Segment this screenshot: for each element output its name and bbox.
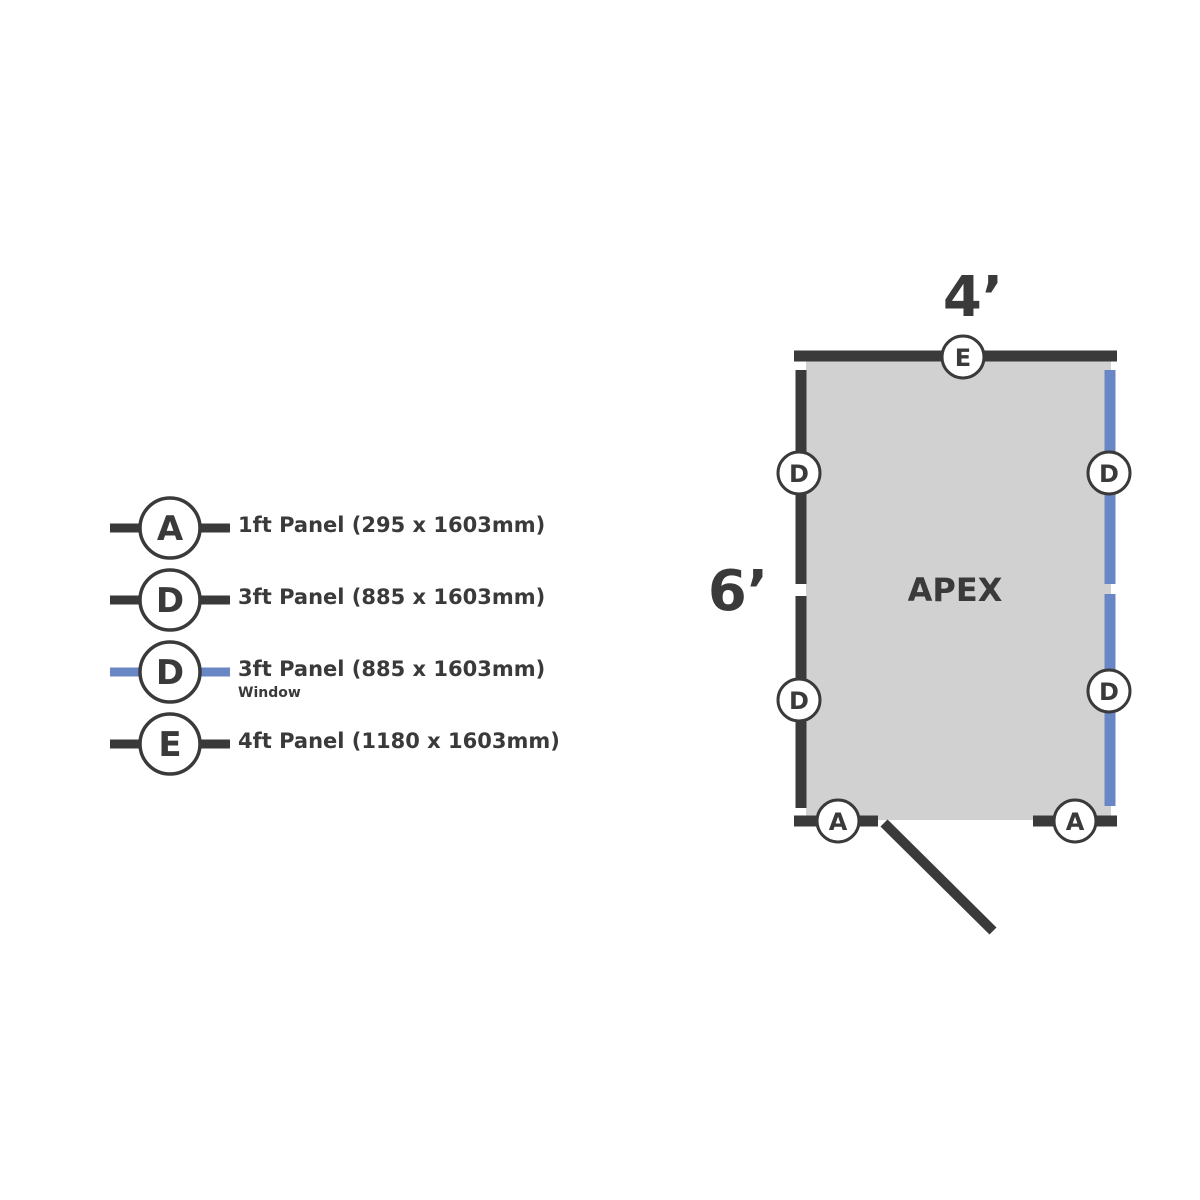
right-wall-badge-upper: D <box>1086 450 1132 496</box>
legend-d-window-badge <box>138 640 202 704</box>
floor-area <box>806 360 1111 820</box>
badge-circle <box>776 677 822 723</box>
badge-code: D <box>1099 460 1119 488</box>
legend-d-badge <box>138 568 202 632</box>
badge-code: D <box>789 460 809 488</box>
legend-d-label: 3ft Panel (885 x 1603mm) <box>238 585 545 609</box>
floorplan: 4’ 6’ APEX E D D D <box>708 265 1132 935</box>
left-wall-badge-lower: D <box>776 677 822 723</box>
badge-code: E <box>955 344 971 372</box>
badge-circle <box>1086 668 1132 714</box>
door-panel <box>880 819 997 935</box>
depth-dimension-label: 6’ <box>708 559 768 624</box>
width-dimension-label: 4’ <box>943 265 1003 330</box>
legend-e-badge <box>138 712 202 776</box>
right-wall-badge-lower: D <box>1086 668 1132 714</box>
badge-code: A <box>829 808 848 836</box>
badge-circle <box>776 450 822 496</box>
legend-d-window-label: 3ft Panel (885 x 1603mm) <box>238 657 545 681</box>
legend-a-code: A <box>157 509 184 549</box>
legend-item-d-window-panel: D 3ft Panel (885 x 1603mm) Window <box>110 640 545 704</box>
legend-e-code: E <box>158 725 181 765</box>
back-wall-badge: E <box>940 334 986 380</box>
front-left-badge: A <box>815 798 861 844</box>
badge-code: A <box>1066 808 1085 836</box>
left-wall-badge-upper: D <box>776 450 822 496</box>
legend: A 1ft Panel (295 x 1603mm) D 3ft Panel (… <box>110 496 560 776</box>
badge-circle <box>815 798 861 844</box>
legend-e-label: 4ft Panel (1180 x 1603mm) <box>238 729 560 753</box>
legend-item-d-panel: D 3ft Panel (885 x 1603mm) <box>110 568 545 632</box>
badge-code: D <box>1099 678 1119 706</box>
badge-circle <box>1086 450 1132 496</box>
badge-circle <box>1052 798 1098 844</box>
legend-d-window-sublabel: Window <box>238 685 301 701</box>
legend-d-window-code: D <box>156 653 184 693</box>
legend-a-badge <box>138 496 202 560</box>
room-label: APEX <box>908 571 1003 609</box>
badge-circle <box>940 334 986 380</box>
legend-d-code: D <box>156 581 184 621</box>
legend-item-e-panel: E 4ft Panel (1180 x 1603mm) <box>110 712 560 776</box>
legend-item-a-panel: A 1ft Panel (295 x 1603mm) <box>110 496 545 560</box>
badge-code: D <box>789 687 809 715</box>
legend-a-label: 1ft Panel (295 x 1603mm) <box>238 513 545 537</box>
front-right-badge: A <box>1052 798 1098 844</box>
